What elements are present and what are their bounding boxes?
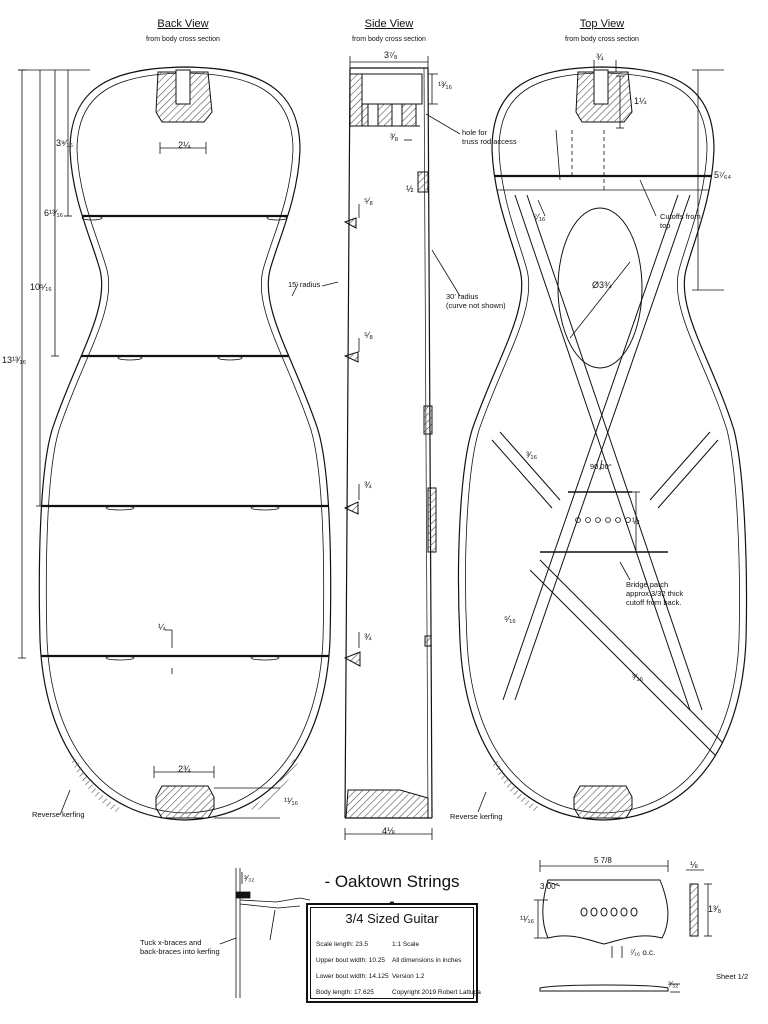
side-view-outline (344, 67, 433, 819)
dim-top-xbrace-upper: ³⁄₁₆ (526, 450, 538, 460)
dim-side-brace-4: ¾ (364, 632, 372, 642)
lower-bout-width: Lower bout width: 14.125 (316, 973, 389, 980)
reverse-kerfing-right-label: Reverse kerfing (450, 812, 503, 821)
version: Version 1.2 (392, 973, 425, 980)
tuck-braces-label: Tuck x-braces and back-braces into kerfi… (140, 938, 220, 956)
brand-name: - Oaktown Strings - (324, 872, 460, 911)
dim-back-kerf: ¹¹⁄₁₆ (284, 796, 299, 806)
dim-side-top-height: ¹³⁄₁₆ (438, 80, 453, 90)
title-block: 3/4 Sized Guitar Scale length: 23.5 Uppe… (306, 903, 481, 1003)
dim-side-brace-2: ⁵⁄₈ (364, 330, 373, 340)
dim-top-neck-height: 1¼ (634, 96, 647, 106)
angle-label: 90.00° (590, 462, 612, 471)
dim-top-upper: 5⁷⁄₆₄ (714, 170, 732, 180)
body-length: Body length: 17.625 (316, 989, 374, 996)
drawing-title: 3/4 Sized Guitar (345, 911, 439, 926)
side-view-title: Side View (364, 18, 414, 30)
bridge-patch-label: Bridge patch approx.3/32 thick cutoff fr… (626, 580, 684, 607)
scale-length: Scale length: 23.5 (316, 941, 369, 948)
top-view-outline (457, 66, 748, 821)
dim-bridge-side-top: ⅛ (690, 860, 698, 870)
dim-side-top-width: 3⁷⁄₈ (384, 50, 398, 60)
dim-top-brace: ⁷⁄₁₆ (534, 212, 546, 222)
scale-note: 1:1 Scale (392, 941, 420, 948)
back-view-outline (38, 66, 332, 821)
dim-back-tail: 2¾ (178, 764, 191, 774)
dim-back-total: 13¹³⁄₁₆ (2, 355, 27, 365)
dim-bridge-angle: 3.00° (540, 882, 559, 891)
side-view-subtitle: from body cross section (352, 36, 426, 43)
dim-bridge-oc: ⁷⁄₁₆ o.c. (630, 948, 656, 957)
dim-top-bridge-patch: ½ (632, 516, 640, 526)
dim-kerf-detail: ³⁄₃₂ (244, 874, 255, 883)
back-view-subtitle: from body cross section (146, 36, 220, 43)
sheet-number: Sheet 1/2 (716, 972, 749, 981)
title-block-frame (310, 907, 474, 999)
dim-top-xbrace-2: ³⁄₁₆ (632, 672, 644, 682)
top-view-title: Top View (579, 18, 625, 30)
reverse-kerfing-left-label: Reverse kerfing (32, 810, 85, 819)
dim-top-xbrace-1: ⁵⁄₁₆ (504, 614, 516, 624)
dim-side-brace-1: ⁵⁄₈ (364, 196, 373, 206)
dim-back-upper: 3⁹⁄₁₆ (56, 138, 74, 148)
units-note: All dimensions in inches (392, 957, 462, 964)
copyright: Copyright 2019 Robert Lattuga (392, 989, 481, 996)
top-view-subtitle: from body cross section (565, 36, 639, 43)
dim-back-block-width: 2¼ (178, 140, 191, 150)
dim-top-neck-width: ¾ (596, 52, 604, 62)
dim-back-brace: ¼ (158, 622, 166, 632)
dim-back-waist: 6¹³⁄₁₆ (44, 208, 64, 218)
dim-top-soundhole: Ø3¾ (592, 280, 612, 290)
upper-bout-width: Upper bout width: 10.25 (316, 957, 386, 964)
dim-side-half: ½ (406, 184, 414, 194)
dim-side-hole: ³⁄₈ (390, 132, 399, 142)
dim-bridge-side-height: 1³⁄₈ (708, 904, 722, 914)
dim-side-brace-3: ¾ (364, 480, 372, 490)
cutoffs-label: Cutoffs from top (660, 212, 701, 230)
radius-15-label: 15' radius (288, 280, 321, 289)
dim-bridge-width: 5 7/8 (594, 856, 612, 865)
truss-rod-hole-label: hole for truss rod access (462, 128, 517, 146)
dim-back-mid: 10⁵⁄₁₆ (30, 282, 52, 292)
back-view-title: Back View (157, 18, 209, 30)
radius-30-label: 30' radius (curve not shown) (446, 292, 506, 310)
dim-bridge-thickness: ³⁄₃₂ (668, 980, 679, 989)
dim-bridge-height: ¹¹⁄₁₆ (520, 914, 535, 924)
dim-side-bottom-width: 4⅛ (382, 826, 395, 836)
